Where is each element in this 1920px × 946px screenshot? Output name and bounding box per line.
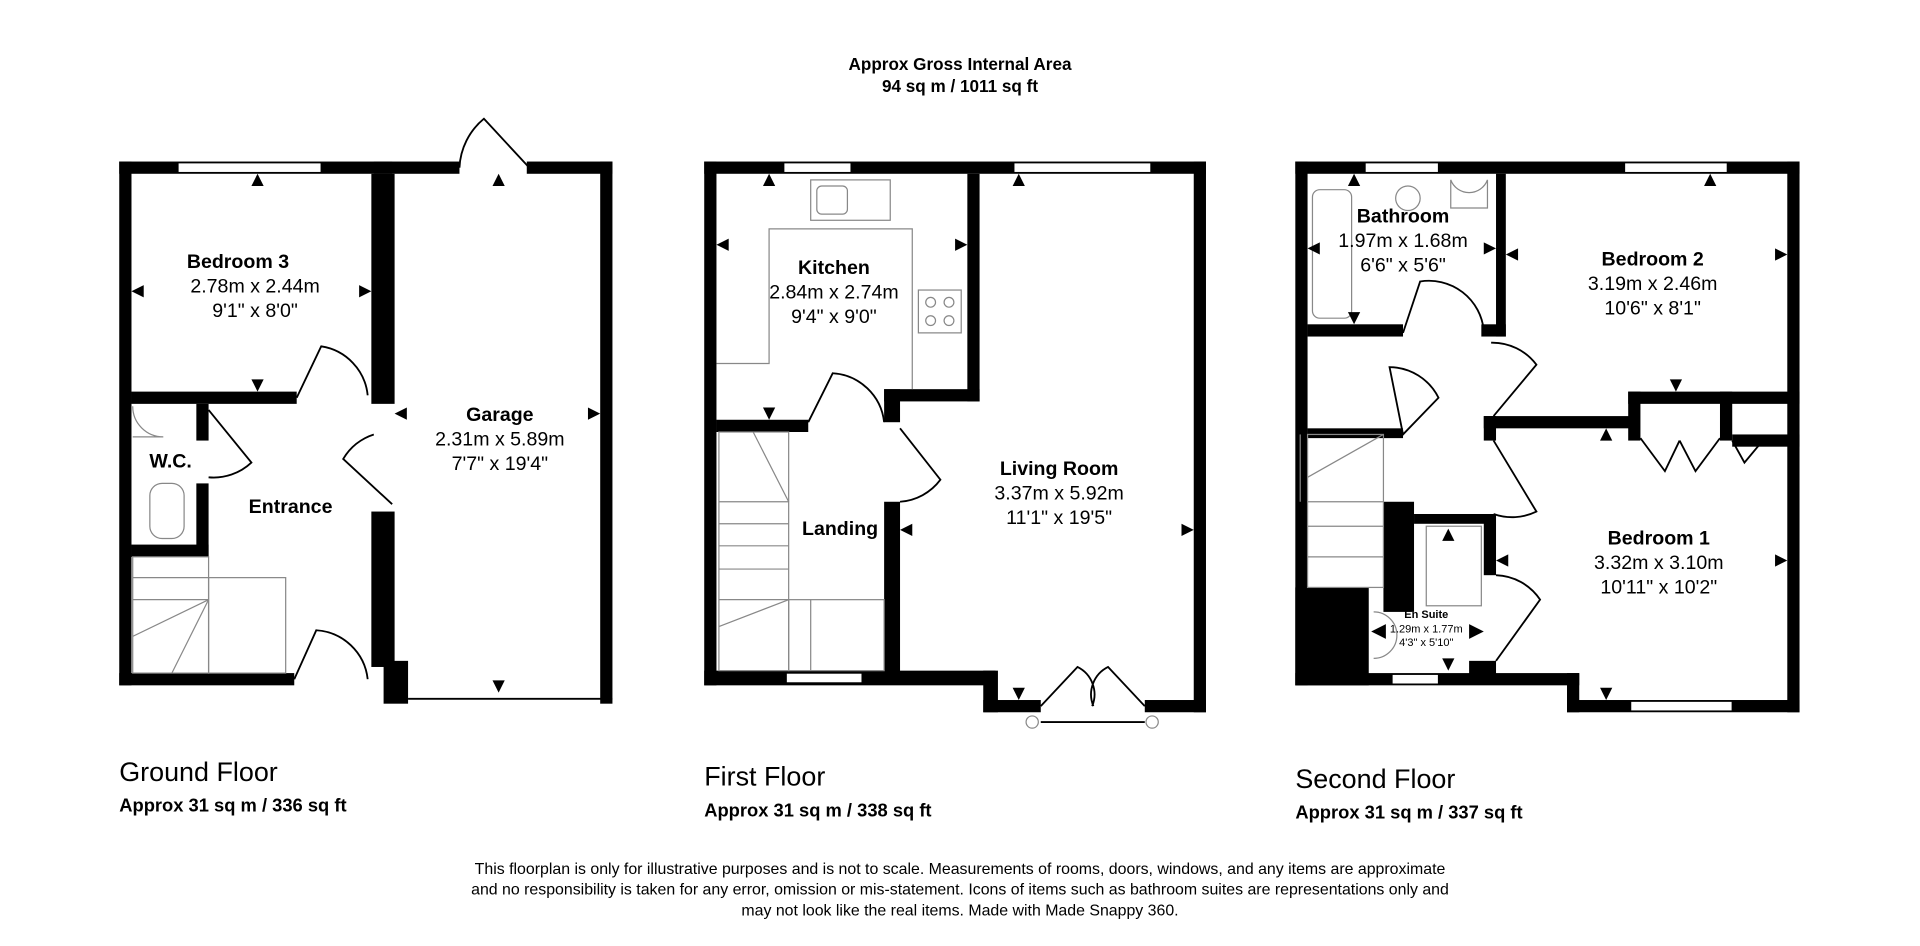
- second-floor-plan: Bathroom 1.97m x 1.68m 6'6" x 5'6" Bedro…: [1295, 161, 1800, 713]
- ground-floor-area: Approx 31 sq m / 336 sq ft: [119, 794, 346, 815]
- room-name-living-room: Living Room: [1000, 458, 1119, 480]
- disclaimer-line-1: This floorplan is only for illustrative …: [475, 861, 1446, 878]
- room-imperial-bathroom: 6'6" x 5'6": [1360, 255, 1446, 277]
- ground-floor-title: Ground Floor: [119, 757, 278, 787]
- first-floor-area: Approx 31 sq m / 338 sq ft: [704, 799, 931, 820]
- second-floor-area: Approx 31 sq m / 337 sq ft: [1295, 802, 1522, 823]
- room-name-bathroom: Bathroom: [1357, 206, 1449, 228]
- room-name-kitchen: Kitchen: [798, 257, 870, 279]
- room-name-entrance: Entrance: [249, 496, 333, 518]
- room-name-wc: W.C.: [149, 450, 191, 472]
- room-name-en-suite: En Suite: [1404, 609, 1448, 621]
- ground-floor-plan: Bedroom 3 2.78m x 2.44m 9'1" x 8'0" Gara…: [119, 117, 613, 704]
- room-metric-bedroom-1: 3.32m x 3.10m: [1594, 552, 1724, 574]
- room-imperial-bedroom-3: 9'1" x 8'0": [212, 300, 298, 322]
- room-metric-living-room: 3.37m x 5.92m: [994, 482, 1123, 504]
- room-imperial-garage: 7'7" x 19'4": [452, 453, 549, 475]
- room-imperial-bedroom-2: 10'6" x 8'1": [1604, 298, 1701, 320]
- disclaimer-line-3: may not look like the real items. Made w…: [741, 902, 1178, 919]
- room-metric-en-suite: 1.29m x 1.77m: [1390, 624, 1463, 636]
- disclaimer-line-2: and no responsibility is taken for any e…: [471, 882, 1449, 899]
- room-imperial-living-room: 11'1" x 19'5": [1006, 507, 1112, 529]
- room-imperial-kitchen: 9'4" x 9'0": [791, 306, 877, 328]
- gross-area-title: Approx Gross Internal Area: [848, 54, 1071, 74]
- room-name-garage: Garage: [466, 404, 534, 426]
- room-metric-garage: 2.31m x 5.89m: [435, 428, 565, 450]
- room-metric-bedroom-3: 2.78m x 2.44m: [190, 275, 320, 297]
- room-imperial-bedroom-1: 10'11" x 10'2": [1600, 577, 1717, 599]
- room-name-bedroom-1: Bedroom 1: [1608, 528, 1710, 550]
- room-name-landing: Landing: [802, 518, 878, 540]
- room-imperial-en-suite: 4'3" x 5'10": [1399, 637, 1453, 649]
- gross-area-value: 94 sq m / 1011 sq ft: [882, 76, 1038, 96]
- second-floor-title: Second Floor: [1295, 764, 1455, 794]
- room-metric-bathroom: 1.97m x 1.68m: [1338, 230, 1468, 252]
- first-floor-title: First Floor: [704, 762, 825, 792]
- room-name-bedroom-3: Bedroom 3: [187, 251, 289, 273]
- room-name-bedroom-2: Bedroom 2: [1602, 249, 1704, 271]
- room-metric-bedroom-2: 3.19m x 2.46m: [1588, 273, 1718, 295]
- room-metric-kitchen: 2.84m x 2.74m: [769, 282, 899, 304]
- first-floor-plan: Kitchen 2.84m x 2.74m 9'4" x 9'0" Living…: [704, 161, 1206, 729]
